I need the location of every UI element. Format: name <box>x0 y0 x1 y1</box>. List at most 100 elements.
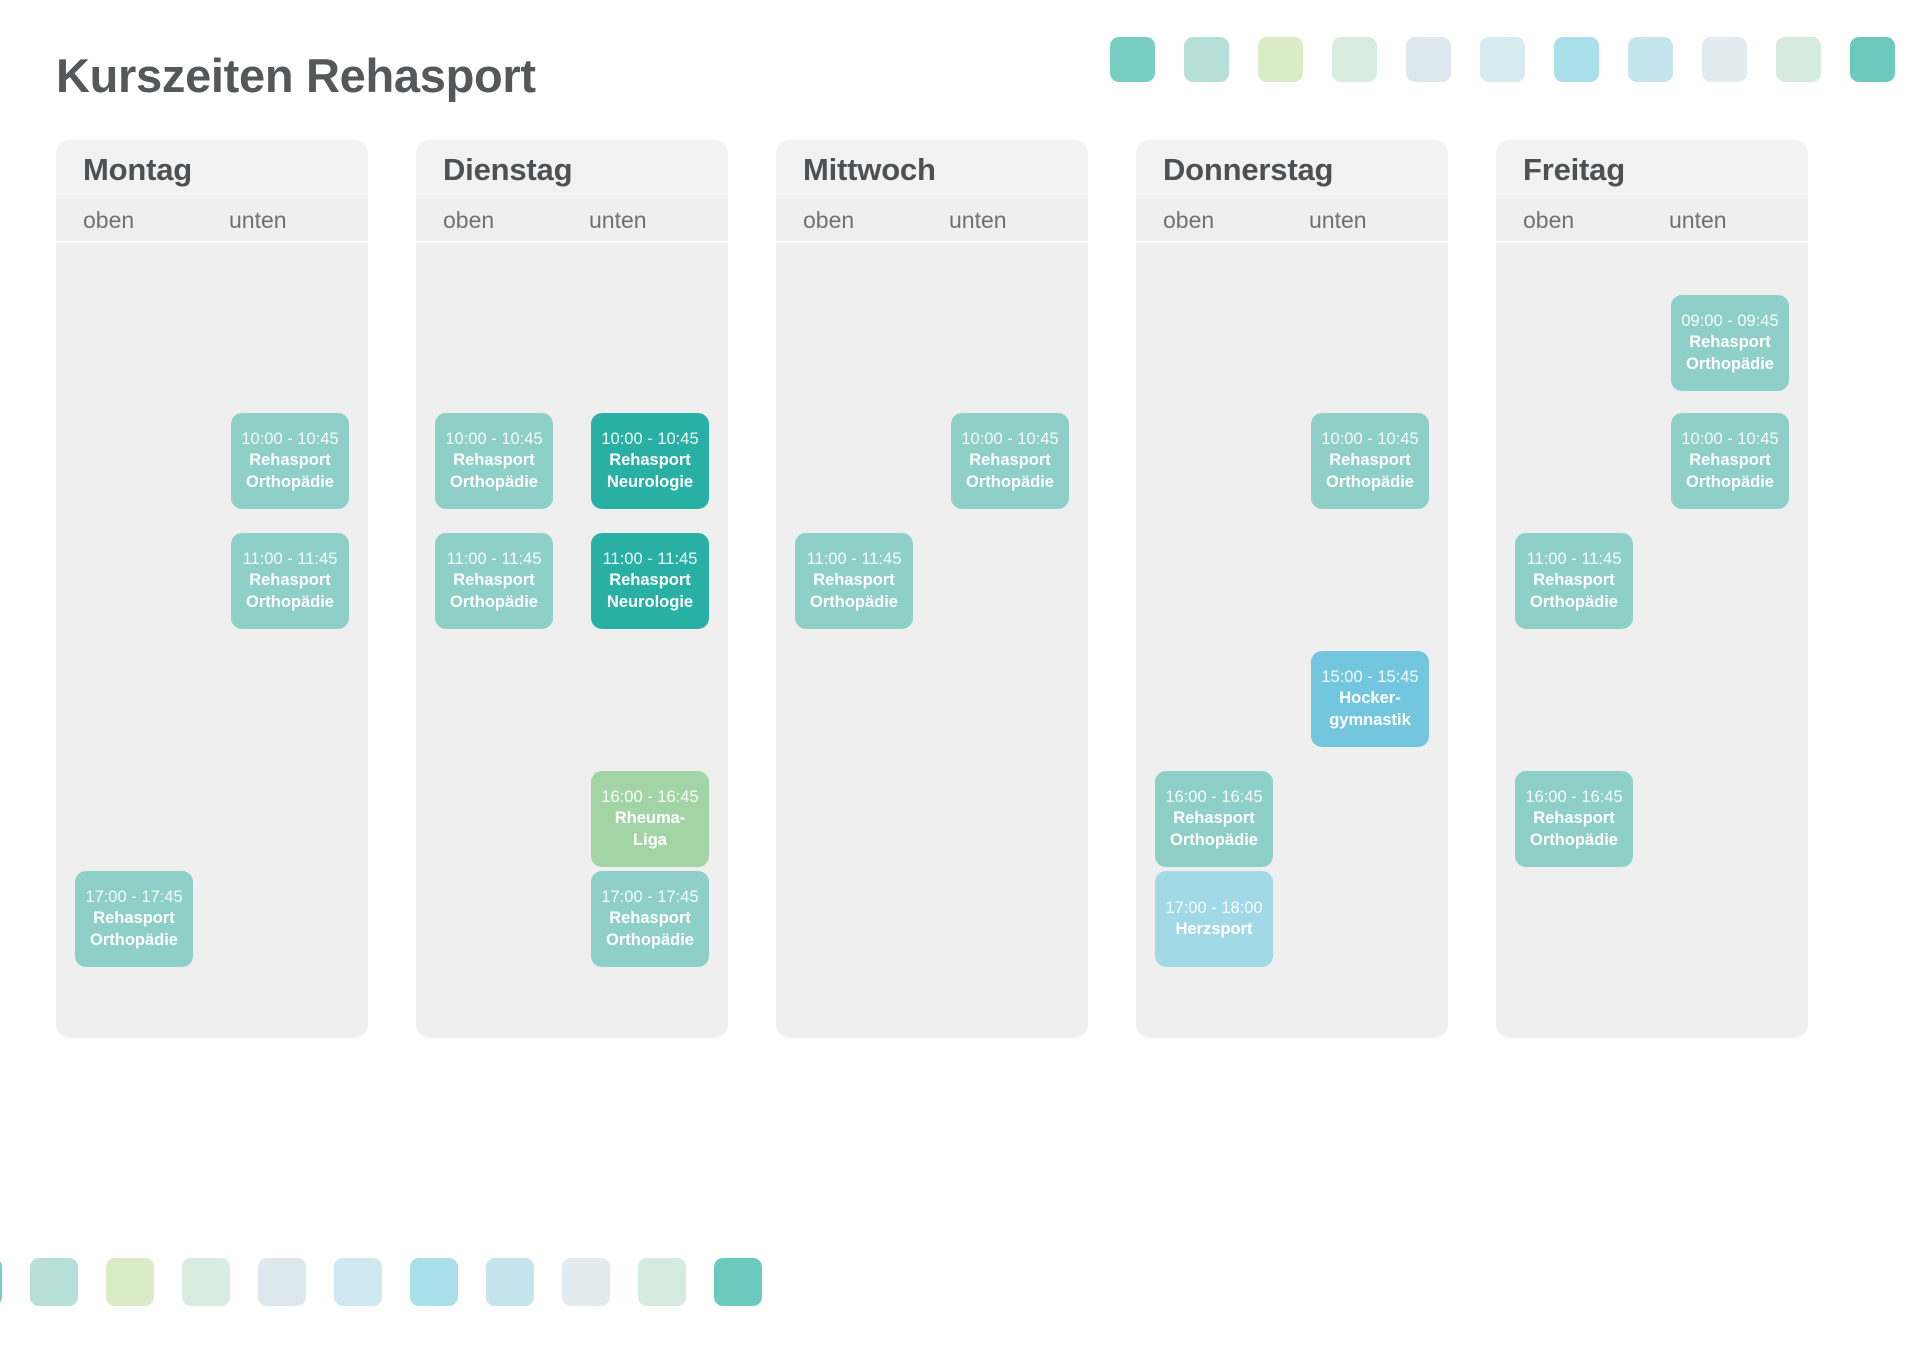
event-name: Herzsport <box>1175 919 1252 940</box>
event-time: 16:00 - 16:45 <box>1165 788 1263 807</box>
event-time: 11:00 - 11:45 <box>242 550 338 569</box>
swatch-green-light <box>1258 37 1303 82</box>
event-time: 10:00 - 10:45 <box>1321 430 1419 449</box>
event-name-line: Hocker- <box>1339 689 1401 708</box>
event-name-line: Orthopädie <box>1325 472 1414 491</box>
event-name-line: Orthopädie <box>1685 354 1774 373</box>
swatch-teal-accent <box>714 1258 762 1306</box>
decorative-swatch-strip-top <box>1110 37 1911 82</box>
slot-label-oben: oben <box>803 206 855 233</box>
decorative-swatch-strip-bottom <box>0 1258 790 1306</box>
day-name: Mittwoch <box>803 151 936 187</box>
event-time: 10:00 - 10:45 <box>445 430 543 449</box>
swatch-cyan-light <box>410 1258 458 1306</box>
event-name-line: Orthopädie <box>965 472 1054 491</box>
swatch-mint-soft <box>1776 37 1821 82</box>
event-name-line: Rehasport <box>249 571 331 590</box>
event-name-line: Orthopädie <box>449 472 538 491</box>
event-name-line: Rehasport <box>453 451 535 470</box>
event-time: 17:00 - 18:00 <box>1165 898 1263 917</box>
day-header: Freitag <box>1496 140 1808 199</box>
slot-label-unten: unten <box>229 206 287 233</box>
swatch-cyan-pale <box>1480 37 1525 82</box>
event-name-line: Rehasport <box>1173 809 1255 828</box>
event-time: 10:00 - 10:45 <box>961 430 1059 449</box>
event-name-line: Rehasport <box>1533 571 1615 590</box>
event-name-line: Rehasport <box>813 571 895 590</box>
day-header: Mittwoch <box>776 140 1088 199</box>
event-name-line: Rehasport <box>1689 451 1771 470</box>
event-name-line: Orthopädie <box>1685 472 1774 491</box>
event-time: 11:00 - 11:45 <box>446 550 542 569</box>
event-name-line: Rehasport <box>609 909 691 928</box>
event-name-line: Rehasport <box>453 571 535 590</box>
slot-label-oben: oben <box>83 206 135 233</box>
swatch-teal-accent <box>1850 37 1895 82</box>
event-name-line: Orthopädie <box>605 930 694 949</box>
day-name: Dienstag <box>443 151 573 187</box>
swatch-mint-pale <box>182 1258 230 1306</box>
swatch-teal-strong <box>1110 37 1155 82</box>
event-time: 17:00 - 17:45 <box>601 888 699 907</box>
event-time: 10:00 - 10:45 <box>601 430 699 449</box>
event-name-line: Rehasport <box>609 571 691 590</box>
event-name-line: Rehasport <box>609 451 691 470</box>
day-header: Donnerstag <box>1136 140 1448 199</box>
event-name-line: Rehasport <box>969 451 1051 470</box>
event-time: 16:00 - 16:45 <box>1525 788 1623 807</box>
swatch-cyan-soft <box>486 1258 534 1306</box>
swatch-blue-pale <box>258 1258 306 1306</box>
event-name: Rheuma-Liga <box>615 808 686 850</box>
event-time: 16:00 - 16:45 <box>601 788 699 807</box>
swatch-blue-pale <box>1406 37 1451 82</box>
event-name-line: Orthopädie <box>809 592 898 611</box>
slot-label-unten: unten <box>1669 206 1727 233</box>
event-name-line: Rehasport <box>1689 333 1771 352</box>
slot-label-oben: oben <box>443 206 495 233</box>
event-time: 10:00 - 10:45 <box>241 430 339 449</box>
swatch-mint-pale <box>1332 37 1377 82</box>
